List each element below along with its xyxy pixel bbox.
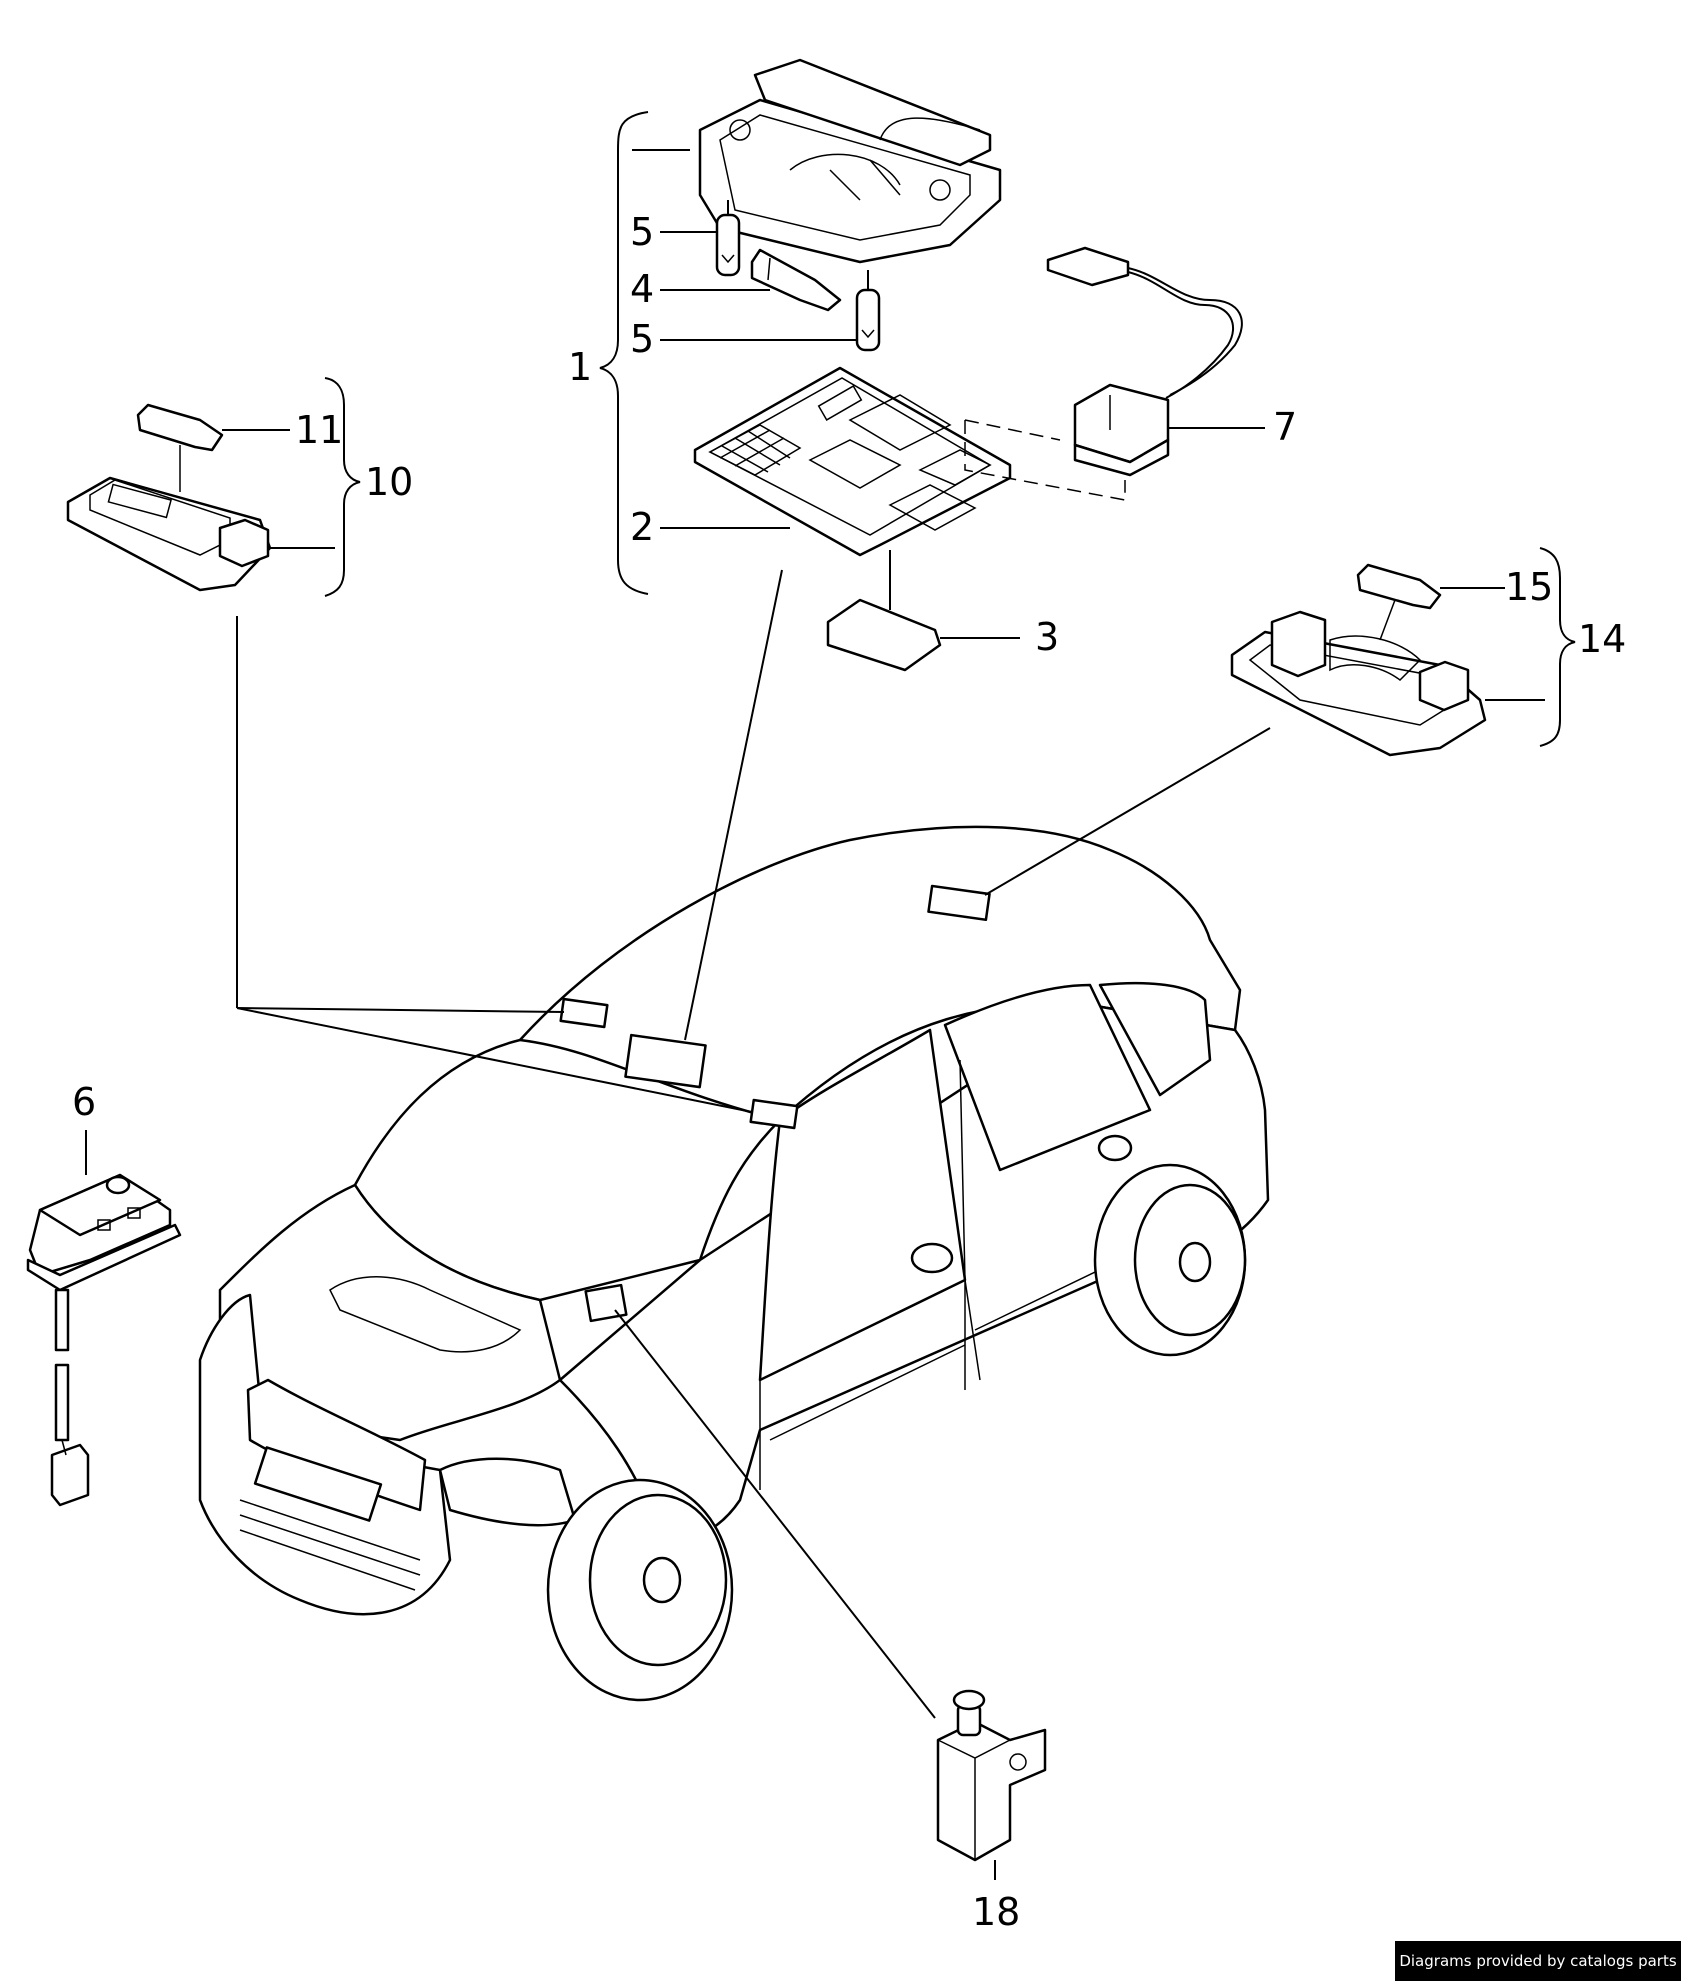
callout-15: 15 xyxy=(1505,565,1553,609)
roof-marker-rear xyxy=(927,884,991,922)
bracket-14 xyxy=(1539,547,1576,747)
callout-5-upper: 5 xyxy=(630,210,654,254)
footer-credit: Diagrams provided by catalogs parts xyxy=(1395,1941,1681,1981)
lens-3 xyxy=(826,550,1020,672)
reading-light-10 xyxy=(66,476,335,592)
car-illustration xyxy=(198,825,1270,1702)
switch-18 xyxy=(936,1689,1047,1880)
bulb-11 xyxy=(136,403,290,492)
bulb-15 xyxy=(1356,563,1505,641)
callout-3: 3 xyxy=(1035,615,1059,659)
roof-marker-center xyxy=(624,1033,707,1089)
callout-6: 6 xyxy=(72,1080,96,1124)
bracket-10 xyxy=(324,377,361,597)
leader-lines xyxy=(236,569,1271,1719)
overhead-console-housing xyxy=(698,58,1002,264)
callout-1: 1 xyxy=(568,345,592,389)
switch-7 xyxy=(964,246,1265,501)
callout-11: 11 xyxy=(295,408,343,452)
cover-plate-2 xyxy=(693,366,1012,557)
callout-5-lower: 5 xyxy=(630,317,654,361)
callout-2: 2 xyxy=(630,505,654,549)
callout-10: 10 xyxy=(365,460,413,504)
group-bracket-1 xyxy=(599,111,690,595)
roof-marker-right xyxy=(749,1098,799,1130)
roof-marker-left xyxy=(559,997,609,1029)
door-contact-6 xyxy=(26,1130,182,1507)
bulb-5-upper xyxy=(715,200,741,277)
bulb-5-lower xyxy=(855,270,881,352)
callout-18: 18 xyxy=(972,1890,1020,1934)
reading-light-14 xyxy=(1230,610,1545,757)
festoon-bulb-4 xyxy=(750,248,842,312)
callout-4: 4 xyxy=(630,267,654,311)
callout-7: 7 xyxy=(1273,405,1297,449)
callout-14: 14 xyxy=(1578,617,1626,661)
